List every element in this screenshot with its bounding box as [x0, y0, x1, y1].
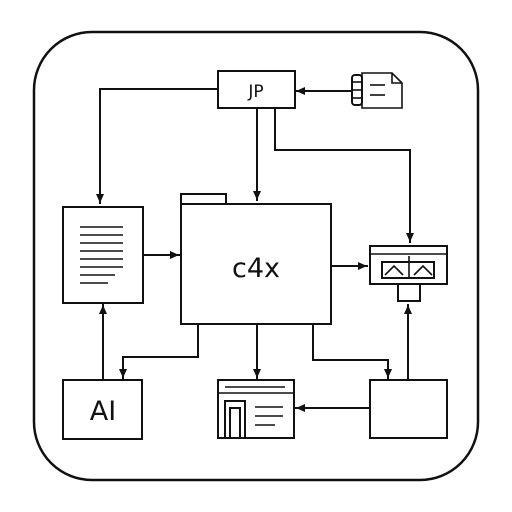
node-jp: JP: [217, 70, 296, 109]
node-jp-label: JP: [247, 82, 263, 102]
outer-frame: [32, 30, 480, 482]
scroll-document-icon: [351, 72, 403, 109]
edge-jp-to-valve: [274, 107, 414, 243]
web-layout-icon: [217, 379, 295, 439]
node-ai-label: AI: [90, 396, 116, 427]
node-center-label: c4x: [232, 253, 280, 284]
node-bottom-right: [369, 379, 448, 439]
edge-center-to-ai: [119, 323, 199, 379]
node-ai: AI: [62, 379, 143, 440]
edge-center-to-right-box: [312, 323, 392, 379]
valve-component-icon: [369, 245, 448, 302]
node-center: c4x: [180, 193, 332, 325]
edge-jp-to-document: [96, 88, 219, 204]
text-document-icon: [62, 206, 144, 304]
